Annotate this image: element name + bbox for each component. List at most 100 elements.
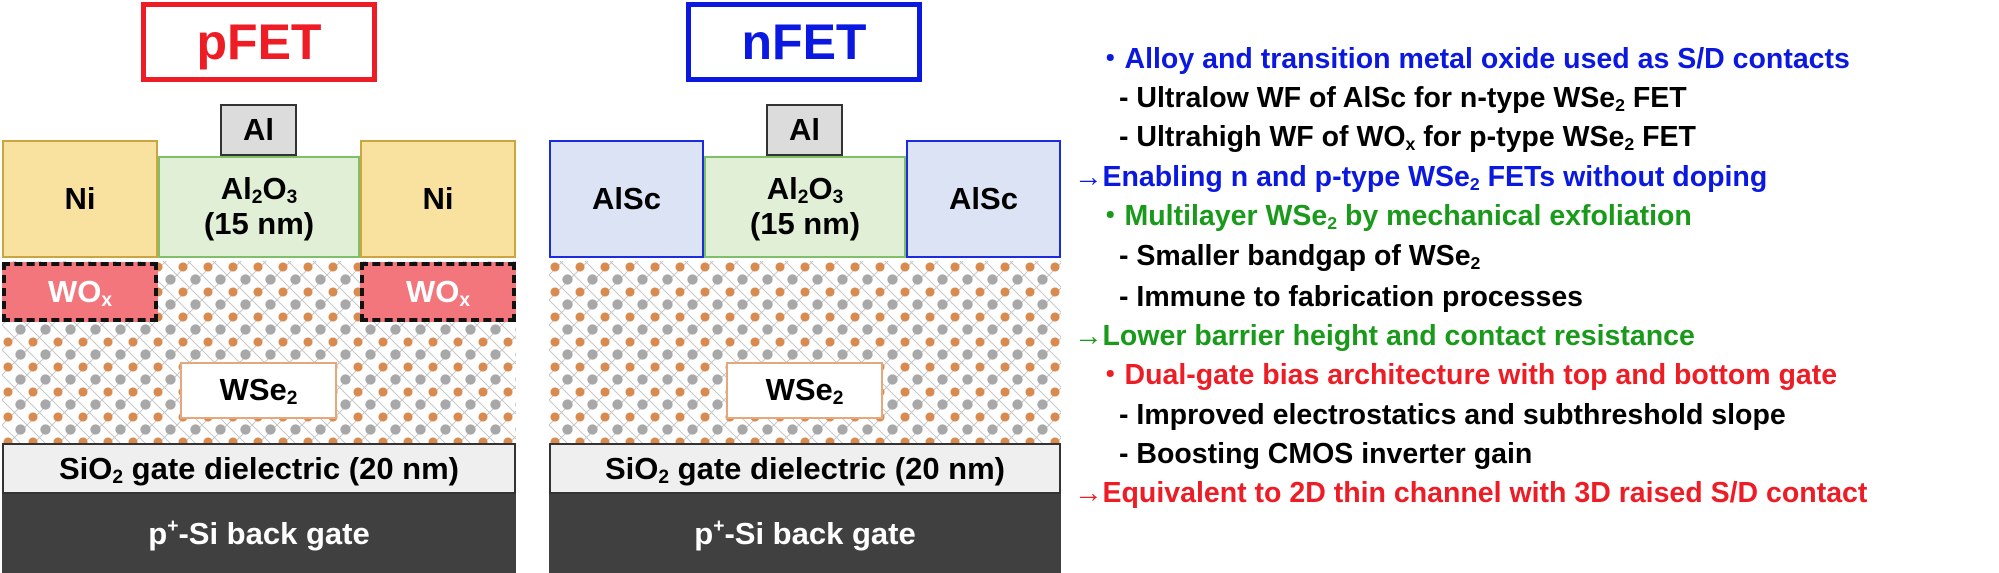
nfet-gate-post: -Si back gate	[724, 515, 916, 551]
alloy-header-text: Alloy and transition metal oxide used as…	[1124, 43, 1850, 75]
pfet-right-wox: WOx	[360, 262, 516, 322]
nfet-gate-pre: p	[694, 515, 714, 551]
alsc-pre: - Ultralow WF of AlSc for n-type WSe	[1119, 82, 1616, 114]
pfet-channel-label: WSe2	[219, 372, 298, 408]
enabling-post: FETs without doping	[1479, 161, 1768, 193]
arrow-icon: →	[1074, 161, 1103, 193]
pfet-al2o3-al: Al	[220, 171, 252, 207]
pfet-al2o3-o: O	[262, 171, 287, 207]
nfet-al2o3-thickness: (15 nm)	[749, 206, 861, 241]
bullet-dual-gate: ・Dual-gate bias architecture with top an…	[1096, 358, 1837, 392]
nfet-right-contact-label: AlSc	[949, 180, 1018, 216]
wox-post: FET	[1634, 121, 1696, 153]
nfet-dielectric-label: SiO2 gate dielectric (20 nm)	[605, 451, 1005, 487]
pfet-al2o3-label: Al2O3 (15 nm)	[203, 171, 315, 241]
sub-boosting: - Boosting CMOS inverter gain	[1119, 437, 1532, 471]
pfet-top-metal-label: Al	[243, 111, 274, 147]
electro-text: - Improved electrostatics and subthresho…	[1119, 399, 1786, 431]
pfet-title-text: pFET	[196, 14, 322, 70]
pfet-al2o3-thickness: (15 nm)	[203, 206, 315, 241]
pfet-left-wox-sub: x	[101, 290, 113, 312]
immune-text: - Immune to fabrication processes	[1119, 281, 1584, 313]
alsc-sub: 2	[1615, 94, 1625, 115]
nfet-dielectric-pre: SiO	[604, 450, 659, 486]
barrier-text: Lower barrier height and contact resista…	[1102, 320, 1695, 352]
pfet-left-contact-label: Ni	[64, 180, 96, 216]
sub-electrostatics: - Improved electrostatics and subthresho…	[1119, 398, 1786, 432]
result-equivalent: →Equivalent to 2D thin channel with 3D r…	[1074, 476, 1867, 510]
pfet-channel-label-box: WSe2	[180, 362, 337, 419]
nfet-al2o3-formula: Al2O3	[750, 171, 860, 209]
pfet-left-wox-text: WO	[47, 274, 102, 309]
pfet-dielectric-pre: SiO	[58, 450, 113, 486]
bullet-dot-icon: ・	[1096, 200, 1125, 232]
pfet-al2o3-formula: Al2O3	[204, 171, 314, 209]
nfet-al2o3-o: O	[808, 171, 833, 207]
wox-sub: x	[1405, 133, 1416, 154]
nfet-al2o3-oxide: Al2O3 (15 nm)	[704, 156, 906, 258]
nfet-al2o3-label: Al2O3 (15 nm)	[749, 171, 861, 241]
pfet-gate-post: -Si back gate	[178, 515, 370, 551]
alsc-post: FET	[1624, 82, 1687, 114]
enabling-sub: 2	[1469, 173, 1480, 194]
bullet-multilayer: ・Multilayer WSe2 by mechanical exfoliati…	[1096, 199, 1692, 233]
pfet-gate-sup: +	[167, 515, 179, 537]
pfet-dielectric-post: gate dielectric (20 nm)	[123, 450, 460, 486]
pfet-left-contact: Ni	[2, 140, 158, 258]
nfet-dielectric-post: gate dielectric (20 nm)	[669, 450, 1006, 486]
pfet-channel-text: WSe	[219, 372, 287, 408]
arrow-icon: →	[1074, 320, 1103, 352]
wox-sub2: 2	[1624, 133, 1635, 154]
bullet-dot-icon: ・	[1096, 43, 1125, 75]
nfet-title-text: nFET	[741, 14, 867, 70]
multilayer-sub: 2	[1327, 212, 1338, 233]
nfet-channel-text: WSe	[765, 372, 833, 408]
nfet-top-metal: Al	[766, 104, 843, 156]
equivalent-text: Equivalent to 2D thin channel with 3D ra…	[1102, 477, 1868, 509]
nfet-al2o3-sub2: 3	[832, 187, 844, 209]
multilayer-post: by mechanical exfoliation	[1337, 200, 1692, 232]
pfet-right-contact: Ni	[360, 140, 516, 258]
nfet-channel-label: WSe2	[765, 372, 844, 410]
result-barrier: →Lower barrier height and contact resist…	[1074, 319, 1695, 353]
pfet-al2o3-sub1: 2	[251, 187, 263, 209]
pfet-gate-pre: p	[148, 515, 168, 551]
nfet-right-contact: AlSc	[906, 140, 1061, 258]
multilayer-pre: Multilayer WSe	[1124, 200, 1328, 232]
nfet-back-gate: p+-Si back gate	[549, 494, 1061, 573]
nfet-left-contact: AlSc	[549, 140, 704, 258]
boosting-text: - Boosting CMOS inverter gain	[1119, 438, 1533, 470]
enabling-pre: Enabling n and p-type WSe	[1102, 161, 1470, 193]
nfet-gate-label: p+-Si back gate	[694, 516, 915, 552]
pfet-back-gate: p+-Si back gate	[2, 494, 516, 573]
pfet-top-metal: Al	[220, 104, 297, 156]
nfet-gate-dielectric: SiO2 gate dielectric (20 nm)	[549, 443, 1061, 494]
wox-pre: - Ultrahigh WF of WO	[1119, 121, 1406, 153]
sub-alsc-wf: - Ultralow WF of AlSc for n-type WSe2 FE…	[1119, 81, 1687, 115]
pfet-al2o3-oxide: Al2O3 (15 nm)	[158, 156, 360, 258]
bullet-dot-icon: ・	[1096, 359, 1125, 391]
nfet-al2o3-al: Al	[766, 171, 798, 207]
pfet-right-wox-label: WOx	[406, 274, 470, 310]
sub-immune: - Immune to fabrication processes	[1119, 280, 1583, 314]
bandgap-pre: - Smaller bandgap of WSe	[1119, 240, 1471, 272]
nfet-top-metal-label: Al	[789, 111, 820, 147]
nfet-channel-sub: 2	[832, 388, 844, 410]
bullet-alloy-contacts: ・Alloy and transition metal oxide used a…	[1096, 42, 1850, 76]
nfet-title: nFET	[686, 2, 922, 82]
pfet-dielectric-label: SiO2 gate dielectric (20 nm)	[59, 451, 459, 487]
sub-wox-wf: - Ultrahigh WF of WOx for p-type WSe2 FE…	[1119, 120, 1696, 154]
sub-bandgap: - Smaller bandgap of WSe2	[1119, 239, 1480, 273]
pfet-al2o3-sub2: 3	[286, 187, 298, 209]
bandgap-sub: 2	[1470, 252, 1481, 273]
pfet-right-wox-text: WO	[405, 274, 460, 309]
pfet-title: pFET	[141, 2, 377, 82]
arrow-icon: →	[1074, 477, 1103, 509]
pfet-gate-label: p+-Si back gate	[148, 516, 369, 552]
nfet-channel-label-box: WSe2	[726, 362, 883, 419]
result-enabling: →Enabling n and p-type WSe2 FETs without…	[1074, 160, 1767, 194]
dualgate-text: Dual-gate bias architecture with top and…	[1124, 359, 1838, 391]
pfet-right-wox-sub: x	[459, 290, 471, 312]
nfet-dielectric-sub: 2	[658, 466, 670, 488]
pfet-left-wox: WOx	[2, 262, 158, 322]
